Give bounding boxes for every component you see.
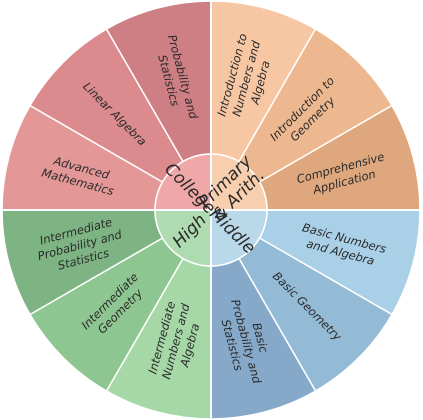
core-high bbox=[155, 210, 211, 266]
core-middle bbox=[211, 210, 267, 266]
core-college bbox=[155, 154, 211, 210]
core-primary-arith bbox=[211, 154, 267, 210]
